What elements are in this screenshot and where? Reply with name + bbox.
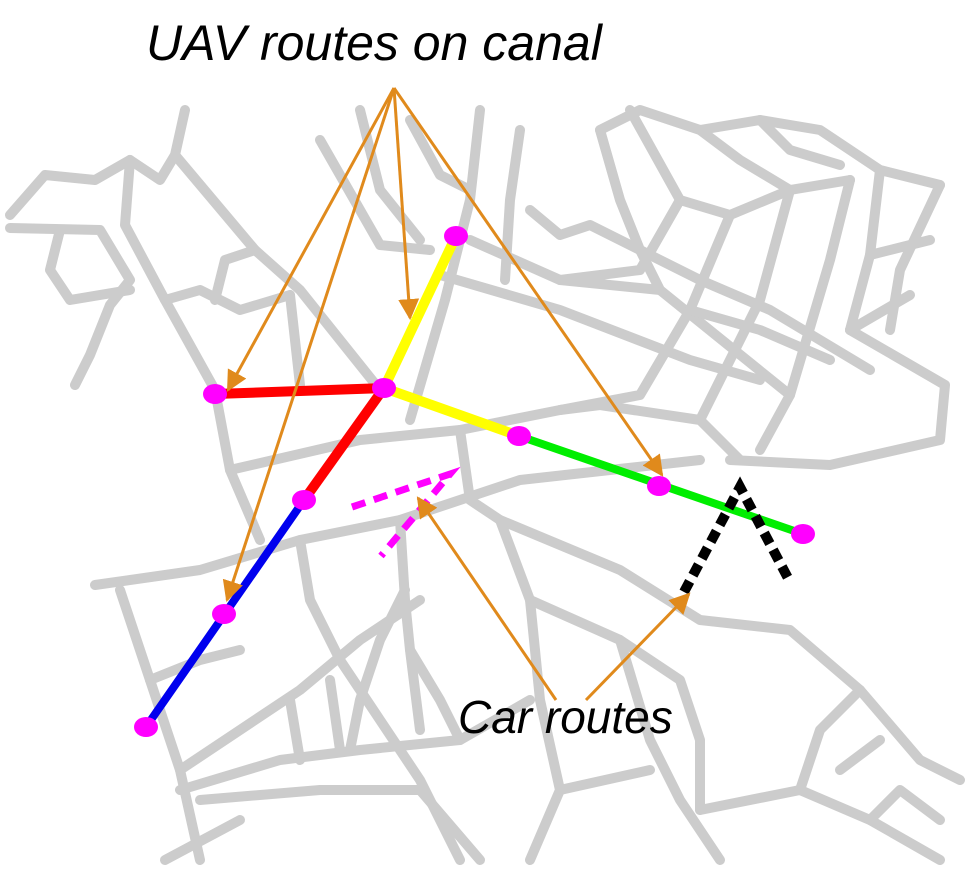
uav-arrow-to-yellow [392, 87, 420, 321]
car-routes-label: Car routes [458, 691, 673, 743]
uav-arrow-to-red [226, 87, 396, 392]
route-node [791, 524, 815, 544]
route-node [507, 426, 531, 446]
route-node [212, 604, 236, 624]
car-arrow-to-magenta [416, 496, 558, 701]
uav-arrow-to-green [392, 87, 664, 477]
car-routes [350, 466, 794, 595]
uav-route-yellow-north [379, 231, 461, 393]
uav-route-red-horizontal [210, 383, 389, 399]
route-node [372, 378, 396, 398]
car-route-black [679, 476, 794, 595]
uav-arrow-to-blue [222, 87, 396, 602]
route-node [292, 490, 316, 510]
car-route-magenta [350, 466, 461, 559]
uav-route-red-diagonal [299, 383, 389, 505]
annotation-arrows [222, 87, 691, 702]
route-node [444, 226, 468, 246]
route-node [647, 476, 671, 496]
route-nodes [134, 226, 815, 737]
uav-route-yellow-east [379, 383, 524, 441]
uav-routes-label: UAV routes on canal [146, 15, 604, 71]
car-arrow-to-black [584, 592, 691, 702]
route-node [134, 717, 158, 737]
road-network [5, 105, 965, 865]
route-node [203, 384, 227, 404]
